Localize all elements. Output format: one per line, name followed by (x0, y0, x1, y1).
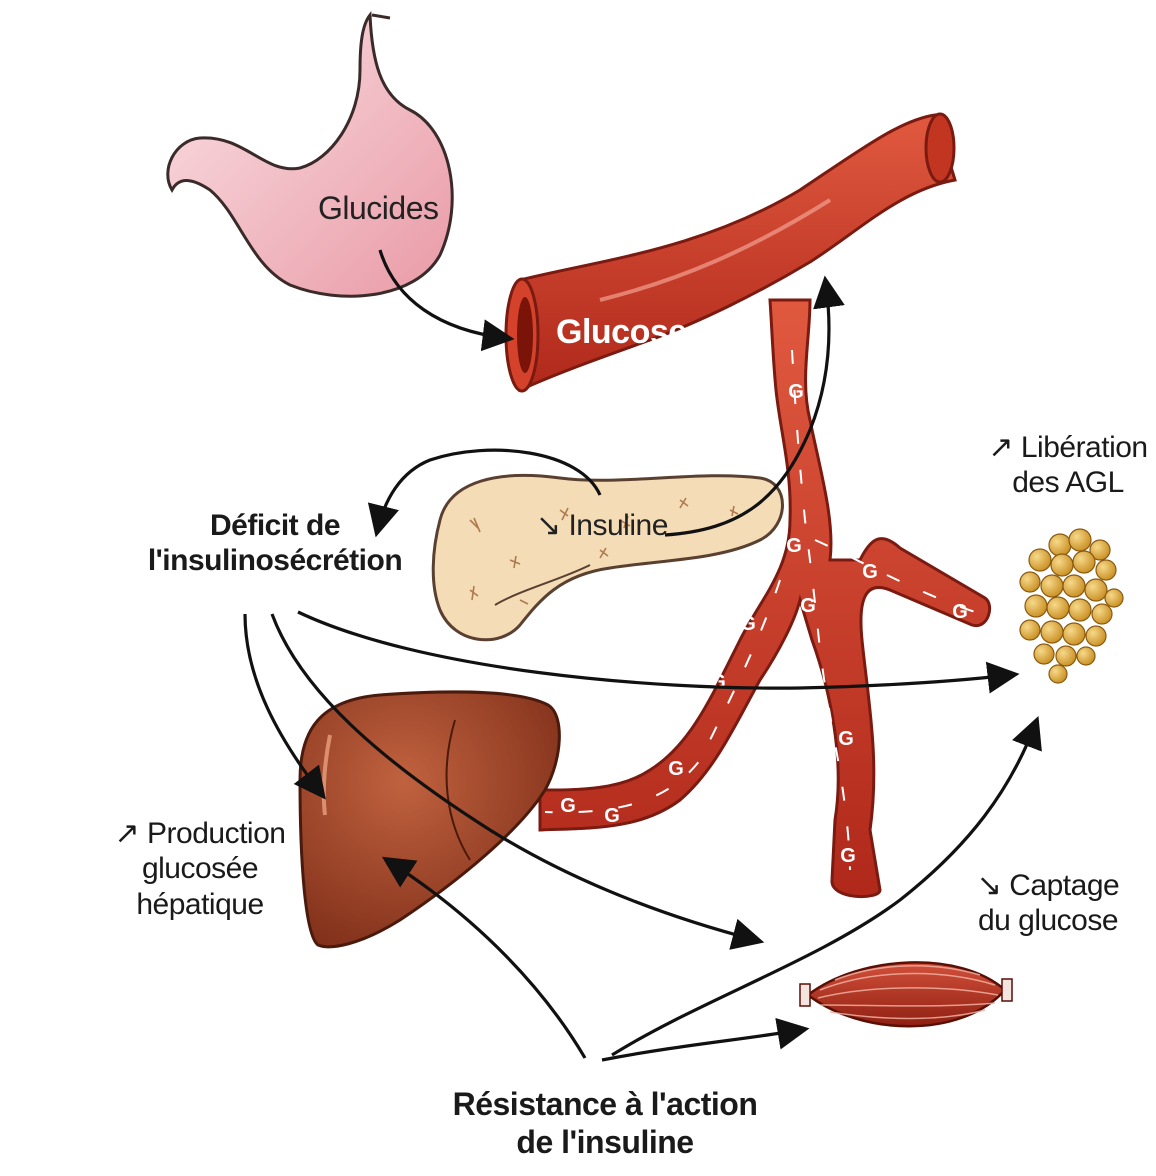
vessel-g-mark: G (862, 561, 878, 583)
vessel-g-mark: G (786, 535, 802, 557)
liberation-agl-label: ↗ Libération des AGL (978, 430, 1156, 501)
resistance-line-2: de l'insuline (430, 1124, 780, 1162)
resistance-insuline-label: Résistance à l'action de l'insuline (430, 1086, 780, 1162)
muscle-icon (800, 962, 1012, 1026)
captage-glucose-label: ↘ Captage du glucose (968, 868, 1128, 939)
deficit-line-1: Déficit de (140, 508, 410, 543)
vessel-g-mark: G (800, 595, 816, 617)
production-glucosee-label: ↗ Production glucosée hépatique (100, 816, 300, 922)
stomach-icon (168, 15, 452, 296)
production-line-3: hépatique (100, 887, 300, 922)
glucides-label: Glucides (318, 190, 439, 228)
vessel-g-mark: G (788, 381, 804, 403)
glucose-label: Glucose (556, 312, 687, 352)
vessel-g-mark: G (604, 805, 620, 827)
insuline-label: ↘ Insuline (536, 508, 668, 543)
deficit-to-fat-arrow (298, 612, 1010, 688)
captage-line-1: ↘ Captage (968, 868, 1128, 903)
fat-cells-icon (1020, 529, 1123, 683)
vessel-g-mark: G (838, 728, 854, 750)
deficit-insulinosecretion-label: Déficit de l'insulinosécrétion (140, 508, 410, 579)
resistance-line-1: Résistance à l'action (430, 1086, 780, 1124)
production-line-1: ↗ Production (100, 816, 300, 851)
vessel-g-mark: G (840, 845, 856, 867)
vessel-g-mark: G (560, 795, 576, 817)
vessel-g-mark: G (952, 601, 968, 623)
captage-line-2: du glucose (968, 903, 1128, 938)
liberation-line-1: ↗ Libération (978, 430, 1156, 465)
production-line-2: glucosée (100, 851, 300, 886)
vessel-g-mark: G (740, 613, 756, 635)
liver-icon (300, 692, 559, 947)
liberation-line-2: des AGL (978, 465, 1156, 500)
deficit-line-2: l'insulinosécrétion (140, 543, 410, 578)
pancreas-icon (433, 475, 782, 639)
vessel-g-mark: G (668, 758, 684, 780)
vessel-g-mark: G (710, 671, 726, 693)
